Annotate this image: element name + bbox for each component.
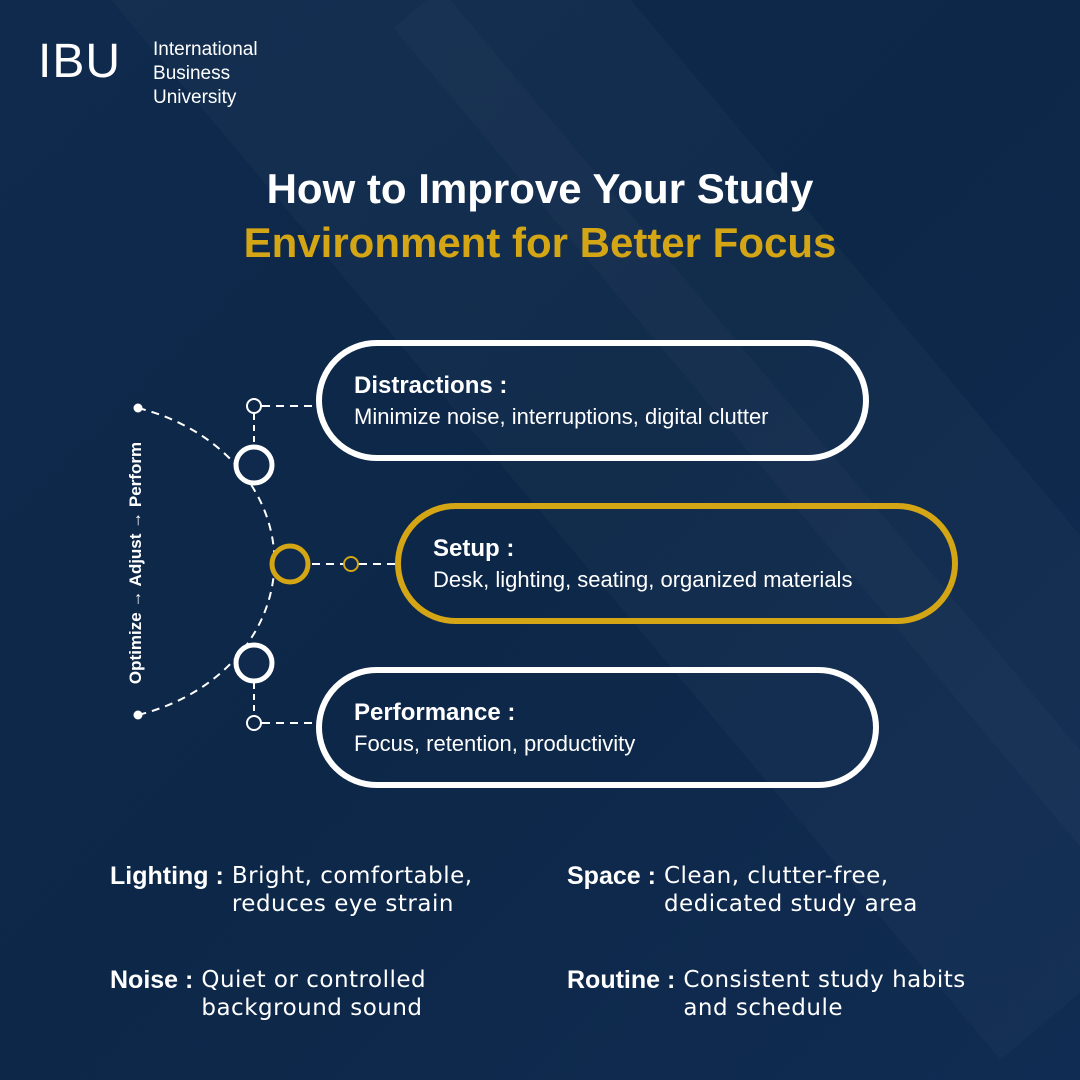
node-small-performance — [246, 715, 262, 731]
flow-label: Optimize → Adjust → Perform — [126, 441, 145, 685]
node-setup — [269, 543, 311, 585]
pillar-title: Performance : — [354, 698, 516, 726]
flow-arc — [137, 407, 276, 716]
arc-endpoint-top — [133, 403, 143, 413]
logo-mark: IBU — [38, 35, 122, 88]
pillar-title: Distractions : — [354, 371, 508, 399]
tip-space: Space : Clean, clutter-free, dedicated s… — [567, 862, 954, 918]
flow-connector-graphic — [133, 398, 396, 731]
tip-label: Space : — [567, 862, 656, 890]
page-title-line-2: Environment for Better Focus — [243, 219, 837, 266]
pillar-description: Minimize noise, interruptions, digital c… — [354, 403, 769, 429]
pillar-title: Setup : — [433, 534, 515, 562]
tip-lighting: Lighting : Bright, comfortable, reduces … — [110, 862, 522, 918]
logo-name-line: Business — [153, 63, 231, 84]
node-small-distractions — [246, 398, 262, 414]
tip-description: Consistent study habits and schedule — [683, 967, 966, 1021]
pillar-setup: Setup : Desk, lighting, seating, organiz… — [395, 503, 958, 624]
pillar-description: Focus, retention, productivity — [354, 730, 636, 756]
pillar-description: Desk, lighting, seating, organized mater… — [433, 566, 853, 592]
logo-name-line: University — [153, 87, 237, 108]
brand-logo: IBU International Business University — [38, 35, 258, 110]
tip-routine: Routine : Consistent study habits and sc… — [567, 966, 973, 1022]
arc-endpoint-bottom — [133, 710, 143, 720]
node-performance — [233, 642, 275, 684]
pillar-distractions: Distractions : Minimize noise, interrupt… — [316, 340, 869, 461]
page-title-line-1: How to Improve Your Study — [266, 165, 814, 212]
tip-label: Lighting : — [110, 862, 224, 890]
pillar-performance: Performance : Focus, retention, producti… — [316, 667, 879, 788]
tip-description: Bright, comfortable, reduces eye strain — [231, 863, 473, 917]
node-distractions — [233, 444, 275, 486]
tip-label: Noise : — [110, 966, 194, 994]
tip-noise: Noise : Quiet or controlled background s… — [110, 966, 491, 1022]
node-small-setup — [343, 556, 359, 572]
tip-description: Quiet or controlled background sound — [201, 967, 427, 1021]
logo-name-line: International — [153, 39, 258, 60]
tip-label: Routine : — [567, 966, 676, 994]
tip-description: Clean, clutter-free, dedicated study are… — [663, 863, 918, 917]
logo-name: International Business University — [153, 38, 258, 110]
